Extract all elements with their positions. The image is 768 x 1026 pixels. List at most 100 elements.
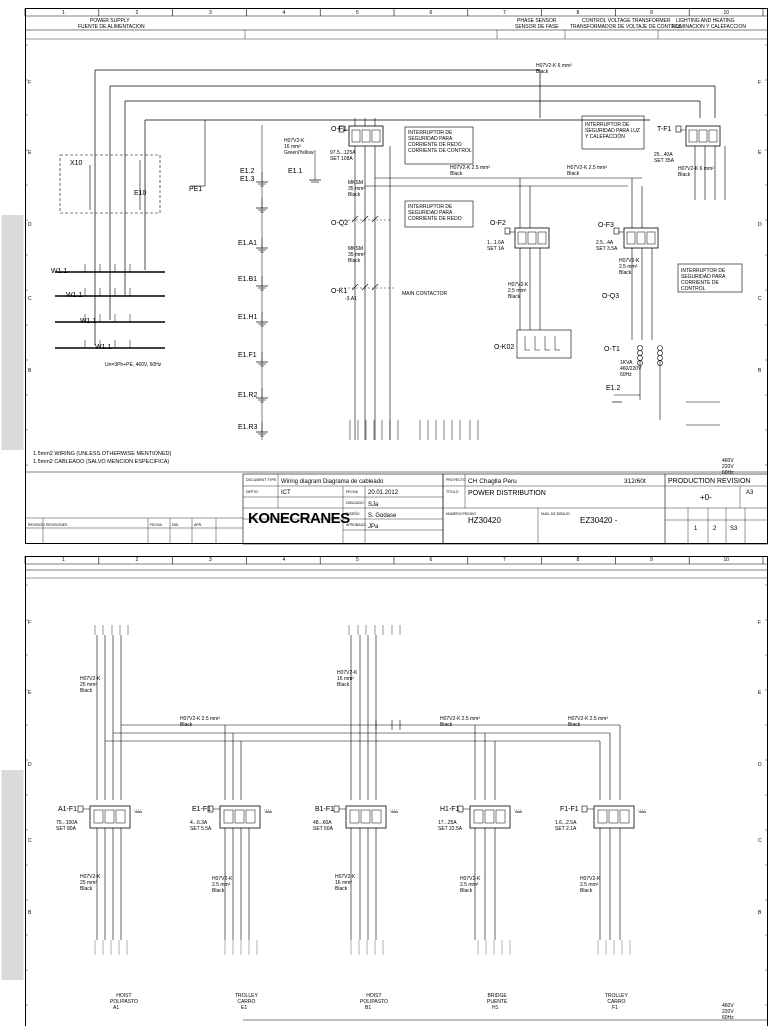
tag-w14: W1.1	[95, 344, 112, 351]
header-control-voltage-es: TRANSFORMADOR DE VOLTAJE DE CONTROL	[570, 24, 682, 30]
tb-label-drawn: DIBUJADO	[346, 501, 364, 505]
tag-tf1: T-F1	[657, 126, 672, 133]
row-marker: D	[758, 222, 762, 228]
column-marker: 7	[503, 557, 506, 563]
tb-label-project: PROYECTO	[446, 478, 466, 482]
row-marker: B	[28, 368, 32, 374]
note-wiring-es: 1.5mm2 CABLEADO (SALVO MENCION ESPECIFIC…	[33, 459, 170, 465]
row-marker: E	[28, 150, 32, 156]
tag-er2: E1.R2	[238, 392, 258, 399]
tb-total: S3	[730, 526, 738, 532]
s2-rating-f1f1: 1.6...2.5A SET 2.1A	[555, 820, 577, 832]
tb-label-drawing: NÚM. DE DIBUJO	[541, 512, 570, 516]
voltage-460: 460V	[722, 458, 734, 464]
s2-loc-e1: E1	[241, 1005, 248, 1011]
tb-label-doctype: DOCUMENT TYPE	[246, 478, 277, 482]
column-marker: 5	[356, 10, 359, 16]
s2-tag-h1f1: H1-F1	[440, 806, 460, 813]
tag-of1: O-F1	[331, 126, 347, 133]
tb-date: 20.01.2012	[368, 490, 399, 496]
tb-title: POWER DISTRIBUTION	[468, 490, 546, 497]
row-marker: E	[758, 150, 762, 156]
s2-tag-a1f1: A1-F1	[58, 806, 78, 813]
wire-label-8: H07V2-K 2.5 mm² Black	[619, 258, 640, 276]
row-marker: B	[28, 910, 32, 916]
tag-oq2: O-Q2	[331, 220, 349, 227]
s2-out-h1: H07V2-K 2.5 mm² Black	[460, 876, 481, 894]
tb-label-app: APR.	[194, 523, 203, 527]
tb-status: PRODUCTION REVISION	[668, 478, 751, 485]
column-marker: 9	[650, 10, 653, 16]
header-phase-sensor: PHASE SENSOR	[517, 18, 557, 24]
tag-w11: W1.1	[51, 268, 68, 275]
tag-e13: E1.3	[240, 176, 255, 183]
column-marker: 2	[135, 557, 139, 563]
box-safety-2: INTERRUPTOR DE SEGURIDAD PARA CORRIENTE …	[408, 204, 462, 222]
s2-tag-f1f1: F1-F1	[560, 806, 579, 813]
s2-wire-b: H07V2-K 16 mm² Black	[337, 670, 358, 688]
rating-tf1: 25...40A SET 35A	[654, 152, 674, 164]
tag-w13: W1.1	[80, 318, 97, 325]
row-marker: E	[758, 690, 762, 696]
row-marker: D	[758, 762, 762, 768]
tb-label-approved: APROBADO	[346, 523, 366, 527]
main-contactor-label: MAIN CONTACTOR	[402, 291, 448, 297]
row-marker: F	[28, 80, 32, 86]
wire-label-7: H07V2-K 2.5 mm² Black	[508, 282, 529, 300]
s2-out-f1: H07V2-K 2.5 mm² Black	[580, 876, 601, 894]
s2-out-a1: H07V2-K 25 mm² Black	[80, 874, 101, 892]
s2-loc-b1: B1	[365, 1005, 372, 1011]
tb-sheet: 1	[694, 526, 698, 532]
row-marker: E	[28, 690, 32, 696]
column-marker: 6	[429, 557, 433, 563]
tb-label-date2: FECHA	[150, 523, 162, 527]
header-power-supply: POWER SUPPLY	[90, 18, 130, 24]
tag-oq3: O-Q3	[602, 293, 620, 300]
s2-voltage-60hz: 60Hz	[722, 1015, 734, 1021]
tb-dept: ICT	[281, 490, 291, 496]
tag-eb1: E1.B1	[238, 276, 258, 283]
tag-x10: X10	[70, 160, 83, 167]
s2-rating-e1f1: 4...6.3A SET 5.5A	[190, 820, 212, 832]
column-marker: 3	[209, 557, 212, 563]
s2-out-b1: H07V2-K 16 mm² Black	[335, 874, 356, 892]
tag-eh1: E1.H1	[238, 314, 258, 321]
tb-next: 2	[713, 526, 717, 532]
row-marker: C	[28, 296, 32, 302]
wire-label-9: H07V2-K 6 mm² Black	[678, 166, 714, 178]
s2-rating-h1f1: 17...25A SET 22.5A	[438, 820, 463, 832]
s2-name-f1: TROLLEY CARRO	[605, 993, 628, 1005]
column-marker: 3	[209, 10, 212, 16]
column-marker: 10	[723, 557, 730, 563]
column-marker: 5	[356, 557, 359, 563]
s2-tag-e1f1: E1-F1	[192, 806, 212, 813]
tb-size: A3	[746, 490, 754, 496]
tb-label-date: FECHA	[346, 490, 358, 494]
wire-label-6: MKSM 35 mm² Black	[348, 246, 365, 264]
box-safety-4: INTERRUPTOR DE SEGURIDAD PARA CORRIENTE …	[681, 268, 726, 292]
row-marker: F	[28, 620, 32, 626]
tb-drawing-no: EZ30420 -	[580, 516, 618, 525]
wire-label-4: H07V2-K 16 mm² Green/Yellow	[284, 138, 314, 156]
voltage-60hz: 60Hz	[722, 470, 734, 476]
s2-name-h1: BRIDGE PUENTE	[487, 993, 508, 1005]
ok1-sub: -3.A1	[345, 296, 357, 302]
tag-pe1: PE1	[189, 186, 203, 193]
tb-label-title: TÍTULO	[446, 490, 459, 494]
tag-ef1: E1.F1	[238, 352, 257, 359]
row-marker: C	[758, 296, 762, 302]
box-safety-3: INTERRUPTOR DE SEGURIDAD PARA LUZ Y CALE…	[585, 122, 640, 140]
supply-label: Un=3Ph+PE, 460V, 60Hz	[105, 362, 162, 368]
tb-label-revisions: REVISIONES	[46, 523, 68, 527]
s2-wire-c: H07V2-K 2.5 mm² Black	[180, 716, 221, 728]
column-marker: 4	[282, 10, 286, 16]
header-lighting-es: ILUMINACION Y CALEFACCION	[672, 24, 746, 30]
note-wiring-en: 1.5mm2 WIRING (UNLESS OTHERWISE MENTIONE…	[33, 451, 172, 457]
header-phase-sensor-es: SENSOR DE FASE	[515, 24, 559, 30]
tag-of3: O-F3	[598, 222, 614, 229]
box-safety-1: INTERRUPTOR DE SEGURIDAD PARA CORRIENTE …	[408, 130, 472, 154]
konecranes-logo: KONECRANES	[248, 510, 350, 527]
row-marker: B	[758, 910, 762, 916]
s2-voltage-460: 460V	[722, 1003, 734, 1009]
